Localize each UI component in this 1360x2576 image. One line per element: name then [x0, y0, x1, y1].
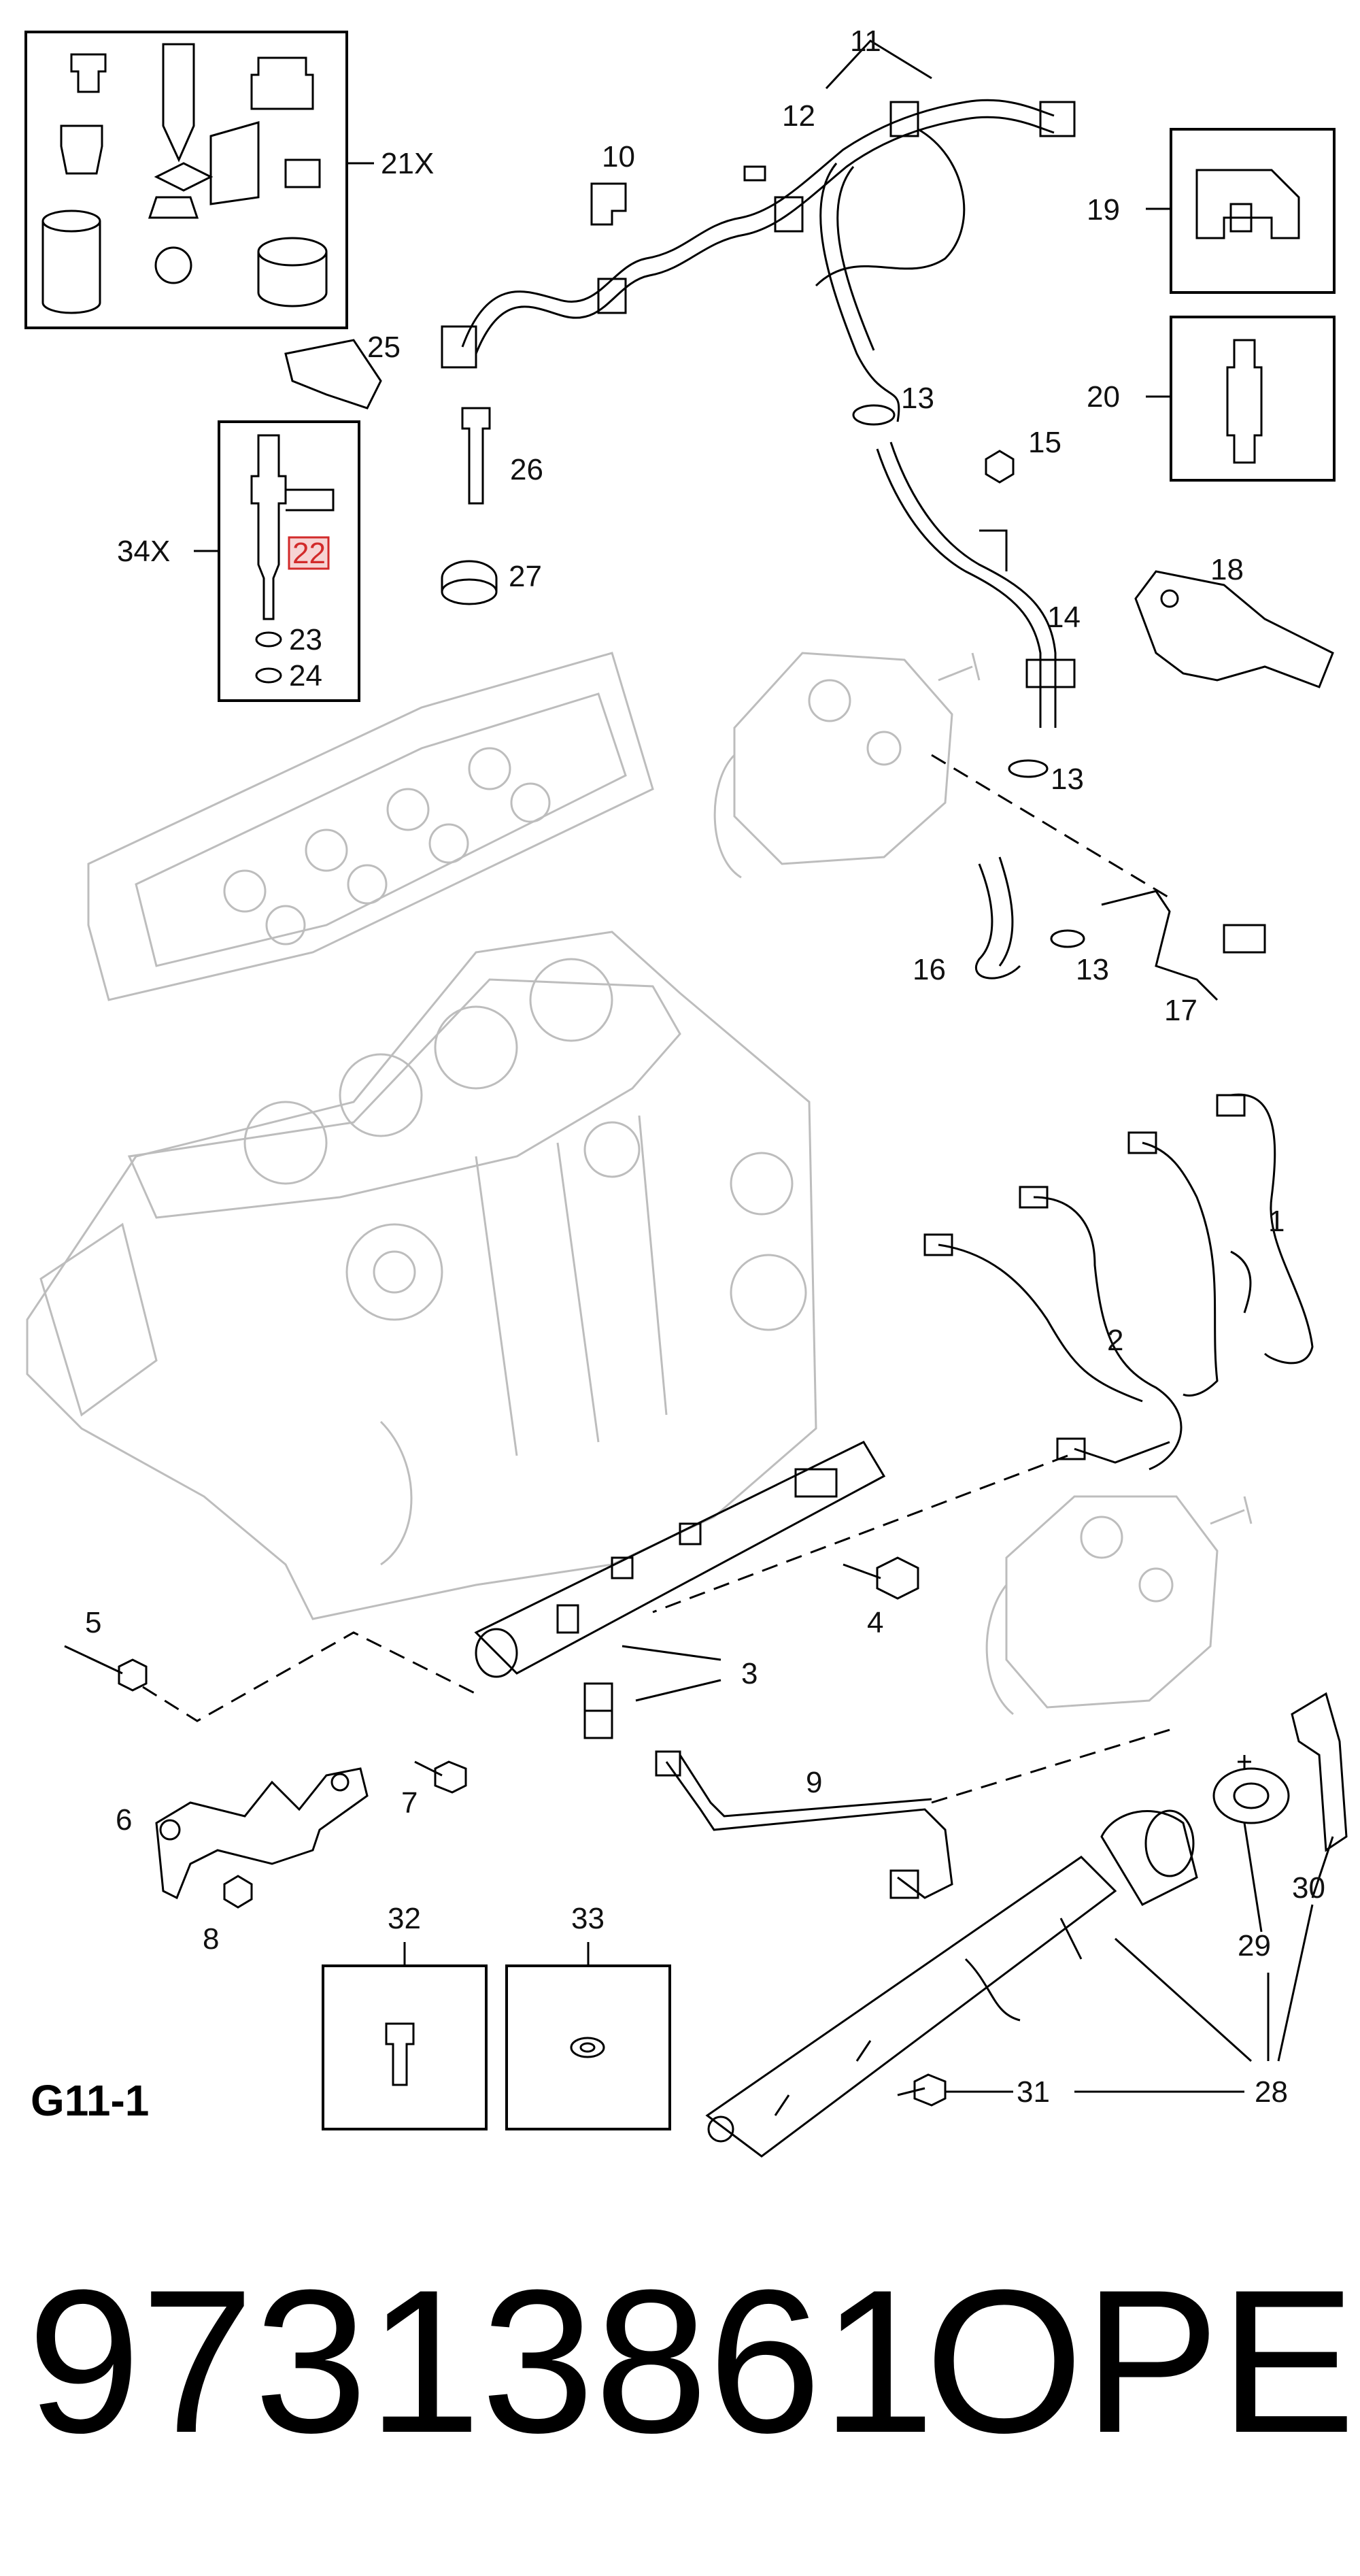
callout-4: 4	[867, 1606, 883, 1639]
kit-box-32	[322, 1964, 488, 2130]
callout-10: 10	[602, 140, 635, 173]
callout-29: 29	[1238, 1929, 1271, 1962]
kit-box-20	[1170, 316, 1336, 482]
callout-31: 31	[1017, 2075, 1050, 2109]
callout-18: 18	[1210, 553, 1244, 586]
cap-27	[441, 560, 498, 605]
bracket-6	[155, 1767, 369, 1900]
pipe-9	[655, 1750, 953, 1899]
callout-20: 20	[1087, 380, 1120, 414]
callout-22-highlighted: 22	[292, 537, 326, 570]
callout-7: 7	[401, 1786, 418, 1820]
return-hose-11	[441, 99, 1076, 422]
clip-30	[1291, 1692, 1348, 1852]
callout-24: 24	[289, 659, 322, 692]
callout-6: 6	[116, 1803, 132, 1837]
callout-14: 14	[1047, 601, 1081, 634]
bolt-7	[414, 1760, 467, 1794]
fuel-pipe-14	[876, 441, 1076, 728]
injection-pump-lower-outline	[985, 1495, 1253, 1716]
bolt-26	[461, 407, 491, 505]
bracket-10	[590, 182, 627, 226]
clamp-13-top	[852, 404, 896, 426]
callout-5: 5	[85, 1606, 101, 1639]
callout-3: 3	[741, 1657, 758, 1690]
injector-box-34x	[218, 420, 360, 702]
regulator-29	[1212, 1755, 1290, 1824]
kit-box-21x	[24, 31, 348, 329]
clamp-25	[284, 339, 382, 409]
callout-16: 16	[913, 953, 946, 986]
clip-12	[743, 165, 766, 182]
callout-13-lower: 13	[1076, 953, 1109, 986]
callout-19: 19	[1087, 193, 1120, 227]
callout-12: 12	[782, 99, 815, 133]
callout-33: 33	[571, 1902, 605, 1935]
cylinder-head-outline	[87, 652, 654, 1001]
callout-9: 9	[806, 1766, 822, 1799]
bolt-31	[897, 2073, 947, 2107]
bracket-18	[1134, 570, 1334, 688]
callout-28: 28	[1255, 2075, 1288, 2109]
callout-27: 27	[509, 560, 542, 593]
injection-pipes-2	[923, 1186, 1183, 1471]
callout-8: 8	[203, 1922, 219, 1956]
callout-23: 23	[289, 623, 322, 656]
callout-34x: 34X	[117, 535, 170, 568]
callout-25: 25	[367, 331, 401, 364]
fuel-rail-28	[705, 1809, 1198, 2158]
callout-30: 30	[1292, 1871, 1325, 1905]
callout-1: 1	[1268, 1205, 1285, 1238]
highlight-box	[288, 536, 330, 570]
callout-11: 11	[850, 24, 881, 58]
callout-2: 2	[1107, 1324, 1123, 1357]
stud-5	[64, 1645, 148, 1692]
clamp-13-mid	[1008, 759, 1049, 778]
injection-pipes-1	[1127, 1093, 1314, 1397]
injection-pump-upper-outline	[713, 652, 981, 879]
hose-16	[974, 856, 1021, 980]
callout-32: 32	[388, 1902, 421, 1935]
bolt-4	[843, 1556, 919, 1600]
callout-26: 26	[510, 453, 543, 486]
callout-17: 17	[1164, 994, 1197, 1027]
engine-block-outline	[26, 931, 817, 1620]
clamp-13-lower	[1050, 929, 1085, 948]
callout-13-mid: 13	[1051, 763, 1084, 796]
kit-box-19	[1170, 128, 1336, 294]
nut-15	[985, 450, 1015, 484]
brand-name: OPEL	[925, 2247, 1360, 2475]
callout-15: 15	[1028, 426, 1061, 459]
callout-13-top: 13	[901, 382, 934, 415]
common-rail-3	[474, 1441, 886, 1739]
kit-box-33	[505, 1964, 671, 2130]
pipe-17	[1101, 890, 1266, 1001]
part-number: 97313861	[27, 2247, 935, 2475]
group-code: G11-1	[31, 2076, 149, 2125]
nut-8	[223, 1875, 253, 1909]
callout-21x: 21X	[381, 147, 434, 180]
